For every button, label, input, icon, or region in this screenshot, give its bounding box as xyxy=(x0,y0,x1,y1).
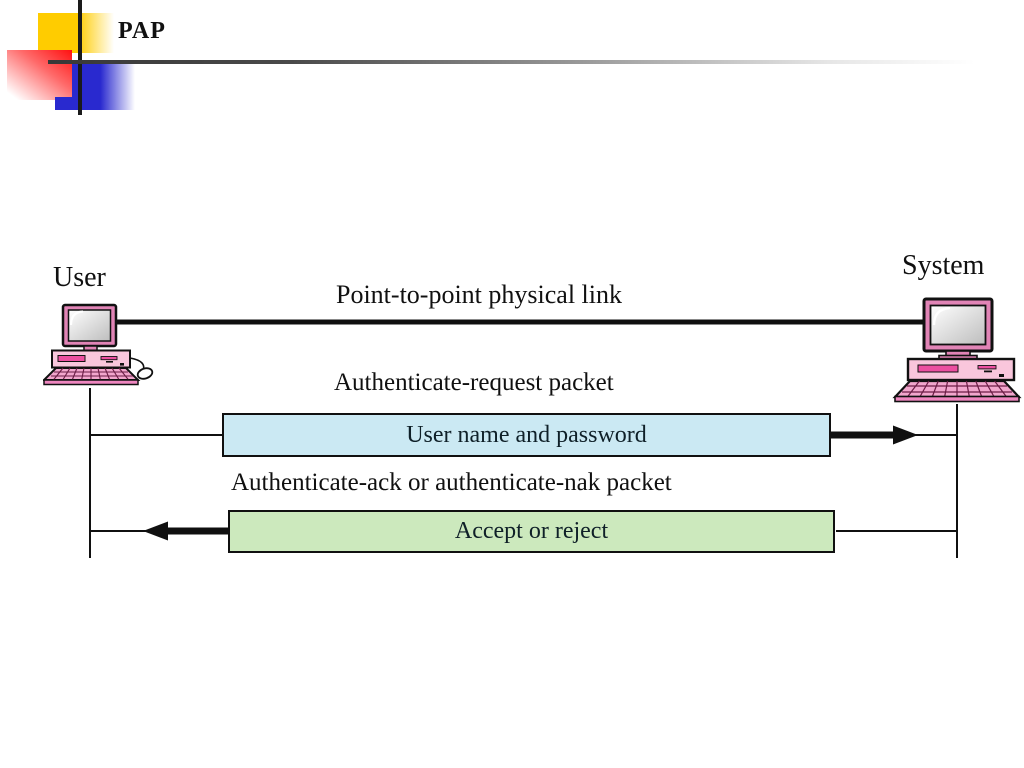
response-arrowhead-icon xyxy=(143,521,168,541)
decoration-vertical-line xyxy=(78,0,82,115)
request-arrowhead-icon xyxy=(893,425,918,445)
keyboard-front-bar xyxy=(43,379,139,386)
system-computer-icon xyxy=(892,297,1022,403)
system-node-label: System xyxy=(902,250,985,281)
decoration-blue-square xyxy=(72,62,135,110)
cpu-slot xyxy=(57,355,86,362)
decoration-red-square xyxy=(7,50,72,100)
user-node-label: User xyxy=(53,262,106,293)
cpu-drive xyxy=(977,365,997,370)
keyboard-keys xyxy=(902,380,1012,398)
request-packet-caption: Authenticate-request packet xyxy=(334,369,614,396)
keyboard-front-bar xyxy=(894,395,1020,403)
user-computer-icon xyxy=(43,303,154,386)
response-packet-box: Accept or reject xyxy=(228,510,835,553)
cpu-slot xyxy=(917,364,959,373)
cpu-drive-line xyxy=(984,370,992,373)
cpu-drive-line xyxy=(106,361,113,363)
screen-highlight xyxy=(69,310,84,326)
response-packet-caption: Authenticate-ack or authenticate-nak pac… xyxy=(231,469,672,496)
decoration-yellow-square xyxy=(38,13,114,53)
cpu-power-dot xyxy=(999,374,1004,377)
screen-highlight xyxy=(932,306,951,326)
decoration-blue-notch xyxy=(55,97,73,110)
physical-link-caption: Point-to-point physical link xyxy=(336,280,622,309)
cpu-drive xyxy=(100,356,118,361)
keyboard-keys xyxy=(51,367,133,381)
title-underline xyxy=(48,60,1024,64)
request-packet-box: User name and password xyxy=(222,413,831,457)
mouse-icon xyxy=(136,367,154,380)
cpu-power-dot xyxy=(120,363,124,366)
slide-title: PAP xyxy=(118,18,166,44)
